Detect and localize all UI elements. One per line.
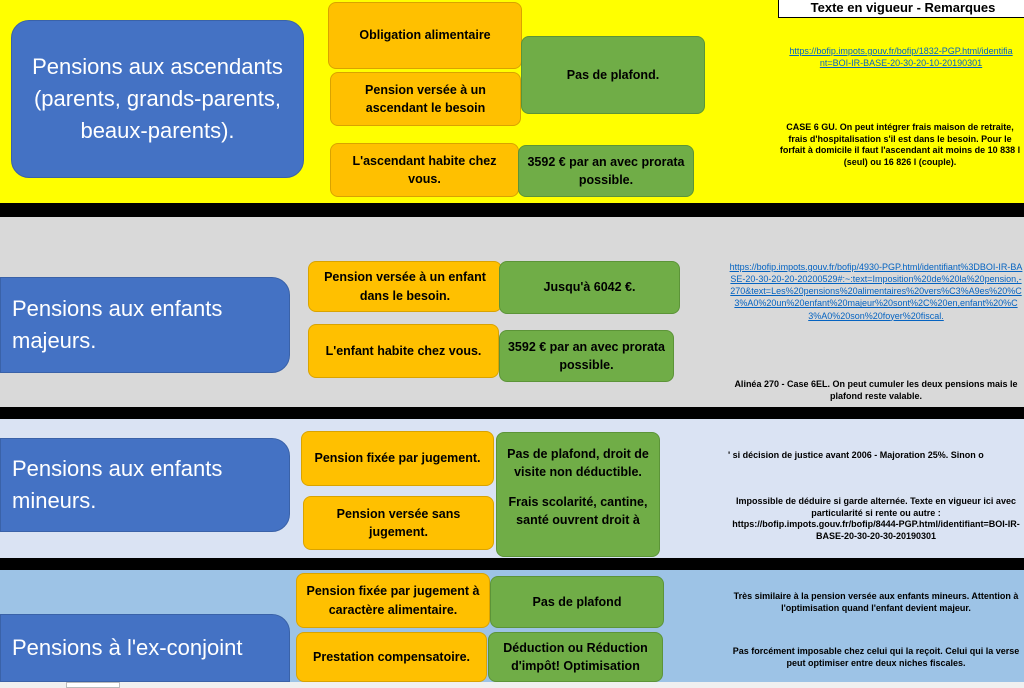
amount-jusqua-6042: Jusqu'à 6042 €. bbox=[499, 261, 680, 314]
section-enfants-majeurs: Pensions aux enfants majeurs. Pension ve… bbox=[0, 217, 1024, 407]
condition-ascendant-habite: L'ascendant habite chez vous. bbox=[330, 143, 519, 197]
note-ex-conjoint-similaire: Très similaire à la pension versée aux e… bbox=[733, 591, 1019, 613]
condition-ascendant-besoin: Pension versée à un ascendant le besoin bbox=[330, 72, 521, 126]
section-title-ex-conjoint: Pensions à l'ex-conjoint bbox=[0, 614, 290, 682]
legal-link-enfants-majeurs[interactable]: https://bofip.impots.gouv.fr/bofip/4930-… bbox=[729, 262, 1023, 321]
condition-prestation-compensatoire: Prestation compensatoire. bbox=[296, 632, 487, 682]
condition-pension-jugement: Pension fixée par jugement. bbox=[301, 431, 494, 486]
amount-pas-de-plafond: Pas de plafond. bbox=[521, 36, 705, 114]
amount-ex-conjoint-plafond: Pas de plafond bbox=[490, 576, 664, 628]
amount-mineurs-frais: Frais scolarité, cantine, santé ouvrent … bbox=[508, 495, 648, 528]
section-enfants-mineurs: Pensions aux enfants mineurs. Pension fi… bbox=[0, 419, 1024, 558]
condition-obligation-alimentaire: Obligation alimentaire bbox=[328, 2, 522, 69]
amount-3592-enfant: 3592 € par an avec prorata possible. bbox=[499, 330, 674, 382]
condition-jugement-alimentaire: Pension fixée par jugement à caractère a… bbox=[296, 573, 490, 628]
note-ex-conjoint-imposable: Pas forcément imposable chez celui qui l… bbox=[732, 646, 1020, 668]
section-ascendants: Pensions aux ascendants (parents, grands… bbox=[0, 0, 1024, 203]
note-enfants-majeurs: Alinéa 270 - Case 6EL. On peut cumuler l… bbox=[734, 379, 1018, 401]
amount-deduction-reduction: Déduction ou Réduction d'impôt! Optimisa… bbox=[488, 632, 663, 682]
sheet-tab[interactable] bbox=[66, 682, 120, 688]
amount-mineurs-plafond: Pas de plafond, droit de visite non dédu… bbox=[507, 447, 649, 480]
condition-enfant-habite: L'enfant habite chez vous. bbox=[308, 324, 499, 378]
amount-3592-ascendant: 3592 € par an avec prorata possible. bbox=[518, 145, 694, 197]
section-title-enfants-mineurs: Pensions aux enfants mineurs. bbox=[0, 438, 290, 532]
section-ex-conjoint: Pensions à l'ex-conjoint Pension fixée p… bbox=[0, 570, 1024, 682]
amount-mineurs: Pas de plafond, droit de visite non dédu… bbox=[496, 432, 660, 557]
header-texte-en-vigueur: Texte en vigueur - Remarques bbox=[778, 0, 1024, 18]
note-majoration-mineurs: ' si décision de justice avant 2006 - Ma… bbox=[728, 450, 984, 460]
note-garde-alternee: Impossible de déduire si garde alternée.… bbox=[732, 496, 1020, 542]
condition-enfant-besoin: Pension versée à un enfant dans le besoi… bbox=[308, 261, 502, 312]
sheet-tab-bar bbox=[0, 682, 1024, 688]
note-ascendants: CASE 6 GU. On peut intégrer frais maison… bbox=[779, 122, 1021, 168]
condition-pension-sans-jugement: Pension versée sans jugement. bbox=[303, 496, 494, 550]
section-title-enfants-majeurs: Pensions aux enfants majeurs. bbox=[0, 277, 290, 373]
section-title-ascendants: Pensions aux ascendants (parents, grands… bbox=[11, 20, 304, 178]
legal-link-ascendants[interactable]: https://bofip.impots.gouv.fr/bofip/1832-… bbox=[789, 46, 1013, 69]
